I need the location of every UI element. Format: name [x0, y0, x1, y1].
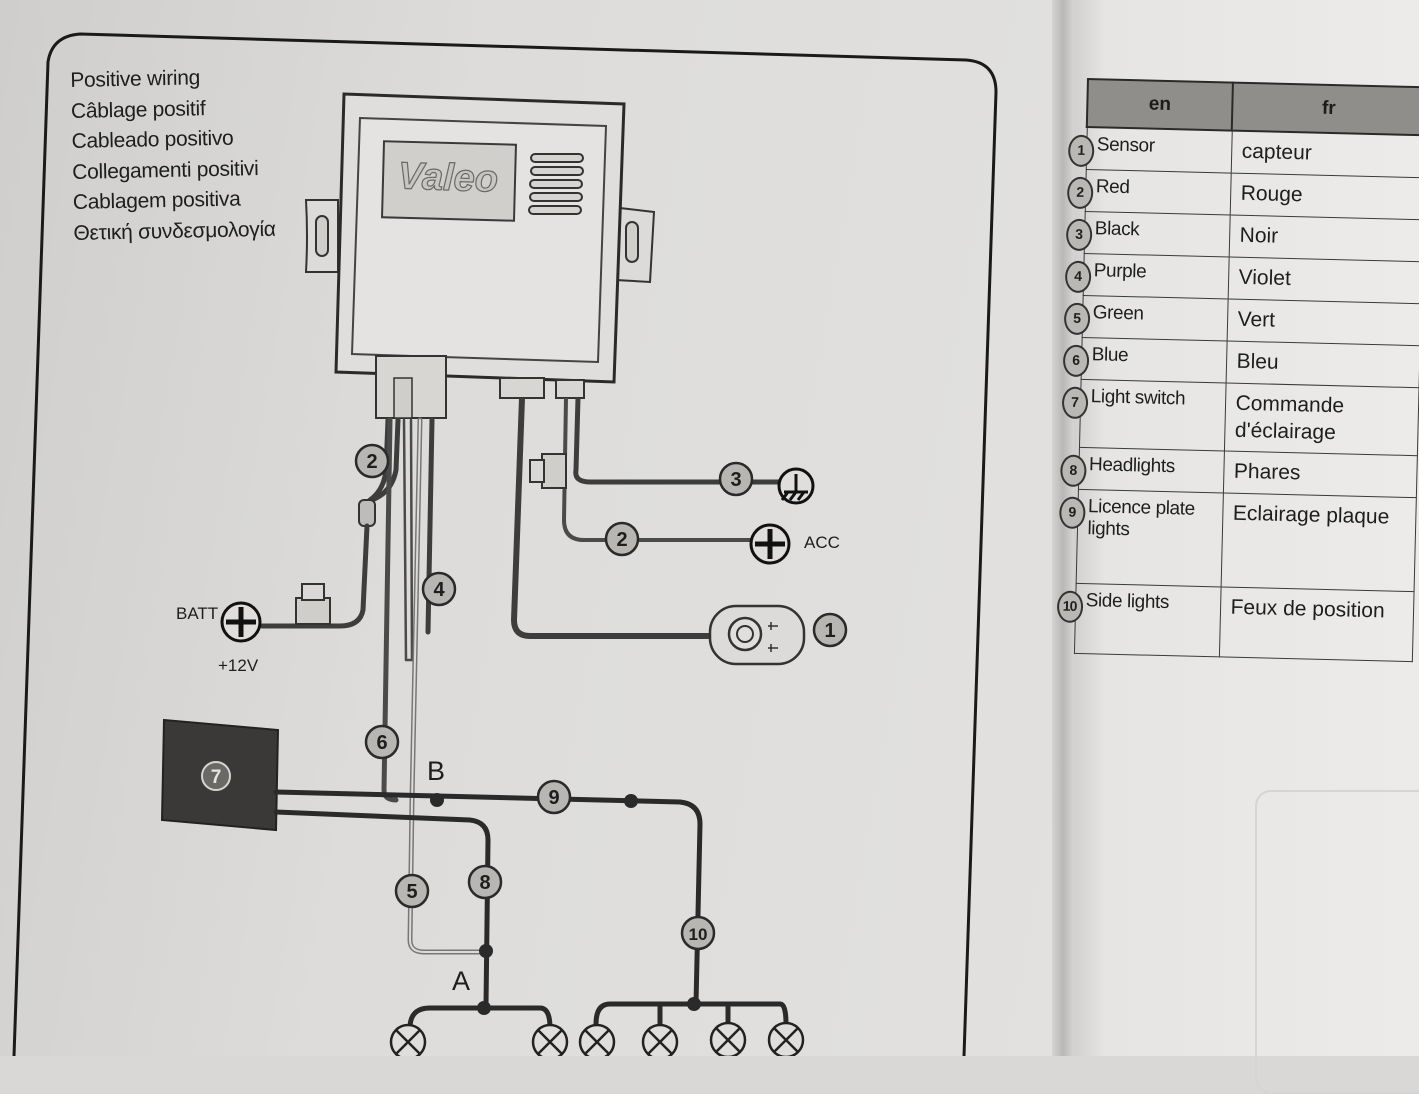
legend-num: 5	[1063, 302, 1091, 335]
legend-num: 10	[1056, 589, 1083, 623]
svg-text:9: 9	[548, 787, 559, 809]
svg-text:3: 3	[730, 469, 741, 491]
legend-num: 9	[1058, 495, 1086, 529]
badge-blue: 6	[364, 724, 400, 760]
wire-black	[573, 397, 780, 485]
lamps	[389, 1021, 805, 1056]
side-lamp-1-icon	[578, 1023, 616, 1056]
svg-text:2: 2	[616, 529, 627, 551]
side-lamp-3-icon	[709, 1021, 747, 1056]
legend-fr: Bleu	[1225, 340, 1419, 388]
legend-fr: Noir	[1228, 214, 1419, 262]
legend-fr: Rouge	[1229, 172, 1419, 220]
legend-fr: capteur	[1230, 130, 1419, 178]
badge-red-acc: 2	[604, 521, 640, 557]
wire-headlights	[273, 809, 491, 1009]
legend-fr: Eclairage plaque	[1220, 492, 1416, 592]
connector-sensor	[499, 377, 545, 399]
wire-sensor	[510, 397, 712, 639]
legend-fr: Violet	[1227, 256, 1419, 304]
badge-headlights: 8	[467, 864, 503, 900]
right-page	[1062, 0, 1419, 1056]
legend-en: Side lights	[1085, 589, 1170, 613]
legend-en: Sensor	[1096, 134, 1155, 157]
legend-num: 3	[1065, 218, 1093, 251]
logo-plate	[381, 140, 517, 222]
legend-fr: Feux de position	[1218, 586, 1414, 662]
badge-black-ground: 3	[718, 461, 754, 497]
batt-label: BATT	[176, 604, 219, 623]
legend-fr: Vert	[1226, 298, 1419, 346]
badge-switch: 7	[201, 761, 231, 791]
legend-en: Red	[1095, 175, 1130, 198]
title-el: Θετική συνδεσμολογία	[73, 217, 276, 245]
wire-licence	[273, 789, 703, 1007]
faint-bleed-through	[1255, 790, 1419, 1094]
legend-num: 2	[1066, 176, 1094, 209]
legend-en: Licence plate lights	[1087, 495, 1196, 540]
badge-licence: 9	[536, 779, 572, 815]
svg-text:1: 1	[824, 620, 835, 642]
svg-text:6: 6	[376, 732, 387, 754]
control-unit: Valeo	[304, 92, 656, 419]
wire-side-branch	[593, 1001, 789, 1043]
badge-red-upper: 2	[354, 443, 390, 479]
acc-plus-icon	[749, 523, 791, 565]
ground-icon	[777, 467, 815, 505]
side-lamp-4-icon	[767, 1021, 805, 1056]
valeo-logo: Valeo	[397, 155, 498, 200]
legend-num: 6	[1062, 343, 1089, 377]
wire-red-acc	[561, 397, 752, 542]
inline-connector	[358, 499, 376, 527]
legend-num: 7	[1061, 385, 1088, 419]
legend-en: Purple	[1093, 259, 1147, 283]
wire-batt	[315, 523, 370, 629]
svg-text:8: 8	[479, 872, 490, 894]
legend-header-en: en	[1086, 79, 1233, 131]
batt-terminal-plus-icon	[220, 601, 262, 643]
legend-fr: Commande d'éclairage	[1223, 382, 1419, 456]
legend-en: Green	[1092, 301, 1144, 324]
legend-header-fr: fr	[1231, 82, 1419, 136]
sensor-device	[708, 604, 806, 666]
legend-fr: Phares	[1222, 450, 1417, 498]
svg-text:2: 2	[366, 451, 377, 473]
badge-green: 5	[394, 873, 430, 909]
headlamp-left-icon	[389, 1023, 427, 1056]
badge-purple: 4	[421, 571, 457, 607]
acc-label: ACC	[804, 533, 840, 552]
legend-en: Light switch	[1090, 385, 1186, 409]
svg-text:10: 10	[689, 925, 708, 944]
legend-num: 1	[1067, 134, 1095, 168]
legend-num: 8	[1059, 453, 1087, 487]
legend-en: Headlights	[1088, 453, 1176, 477]
legend-en: Blue	[1091, 343, 1129, 366]
plus12v-label: +12V	[218, 656, 259, 675]
node-b-label: B	[427, 756, 446, 786]
badge-side-lights: 10	[680, 915, 716, 951]
wiring-diagram: Valeo	[12, 32, 998, 1056]
badge-sensor: 1	[812, 612, 848, 648]
headlamp-right-icon	[531, 1023, 569, 1056]
vent-grille	[528, 153, 584, 215]
side-lamp-2-icon	[641, 1023, 679, 1056]
svg-text:4: 4	[433, 579, 445, 601]
title-block: Positive wiring Câblage positif Cableado…	[70, 61, 334, 250]
connector-acc	[555, 379, 585, 399]
svg-text:7: 7	[211, 767, 222, 788]
legend-en: Black	[1094, 217, 1140, 240]
diagram-frame	[12, 32, 998, 1056]
svg-text:5: 5	[406, 881, 417, 903]
acc-fuse	[541, 453, 567, 489]
batt-fuse	[295, 583, 331, 625]
legend-num: 4	[1064, 260, 1092, 293]
node-a-label: A	[452, 966, 471, 996]
junction-dots	[430, 793, 701, 1015]
